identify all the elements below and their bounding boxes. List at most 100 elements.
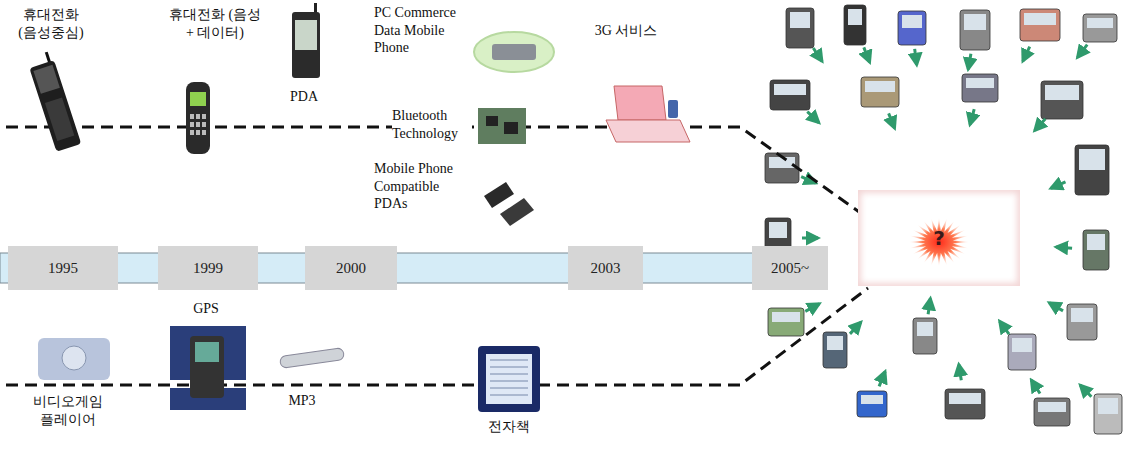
device-caption: 3G 서비스 (585, 22, 667, 40)
green-arrow (1031, 380, 1040, 393)
phone-key (190, 122, 194, 127)
device-icon (1083, 230, 1109, 270)
device-icon (898, 11, 926, 45)
device-caption: Bluetooth Technology (392, 107, 472, 142)
green-arrow (1023, 47, 1030, 61)
phone-key (190, 114, 194, 119)
device-screen (848, 9, 862, 25)
device-caption: 휴대전화 (음성+ 데이터) (166, 6, 264, 41)
green-arrow (968, 54, 971, 70)
device-icon (1020, 9, 1060, 41)
year-box: 2005~ (752, 246, 828, 290)
device-cluster (765, 5, 1122, 434)
device-caption: 휴대전화 (음성중심) (10, 6, 92, 41)
phone-key (196, 130, 200, 135)
device-screen (827, 336, 843, 350)
commerce-device (492, 44, 536, 60)
ebook-line (490, 395, 528, 396)
pda-body (292, 12, 320, 78)
device-screen (861, 395, 883, 404)
year-box: 2000 (305, 246, 397, 290)
year-label: 1995 (48, 260, 78, 277)
phone-body (29, 60, 81, 152)
year-box: 1999 (158, 246, 258, 290)
game-console (38, 338, 110, 380)
device-icon (945, 389, 985, 419)
device-screen (769, 222, 787, 238)
device-screen (964, 14, 986, 30)
device-screen (772, 312, 800, 322)
device-icon (913, 318, 937, 354)
device-screen (1071, 308, 1093, 322)
device-caption: GPS (180, 300, 232, 318)
device-caption: MP3 (280, 392, 324, 410)
device-icon (1094, 394, 1122, 434)
question-mark: ? (933, 226, 945, 250)
device-screen (1087, 234, 1105, 250)
phone-key (202, 114, 206, 119)
pda-screen (295, 20, 317, 50)
green-arrow (850, 322, 861, 334)
device-icon (1067, 304, 1097, 340)
device-icon (768, 308, 804, 336)
device-screen (902, 15, 922, 28)
laptop-screen (614, 86, 666, 120)
phone-key (196, 114, 200, 119)
device-caption: 전자책 (472, 418, 546, 436)
green-arrow (889, 113, 895, 128)
device-screen (917, 322, 933, 336)
green-arrow (879, 372, 885, 387)
ebook-line (490, 367, 528, 368)
mobile-phone (186, 82, 210, 154)
phone-key (190, 130, 194, 135)
green-arrow (1056, 247, 1072, 248)
year-label: 2000 (336, 260, 366, 277)
green-arrow (1035, 119, 1046, 131)
green-arrow (802, 237, 818, 240)
device-caption: 비디오게임 플레이어 (24, 393, 112, 428)
device-icon (857, 391, 887, 417)
device-screen (1024, 13, 1056, 25)
device-screen (1098, 398, 1118, 414)
device-caption: Mobile Phone Compatible PDAs (374, 160, 470, 213)
device-icon (960, 10, 990, 50)
dashed-track (6, 288, 868, 385)
device-screen (774, 84, 806, 95)
device-screen (1012, 338, 1032, 352)
green-arrow (813, 48, 822, 61)
console-disc (62, 346, 86, 370)
green-arrow (805, 304, 819, 312)
year-label: 2003 (591, 260, 621, 277)
pda-compatible (484, 182, 514, 208)
device-screen (865, 81, 895, 92)
ebook-line (490, 381, 528, 382)
gps-device (190, 336, 224, 398)
phone-key (196, 122, 200, 127)
device-icon (1041, 81, 1083, 119)
ebook-line (490, 388, 528, 389)
phone-screen (190, 92, 206, 106)
device-icon (1083, 14, 1117, 42)
ebook-body (478, 346, 540, 412)
device-caption: PDA (283, 88, 325, 106)
green-arrow (959, 364, 961, 380)
green-arrow (807, 112, 819, 123)
bluetooth-card (478, 108, 526, 144)
gps-screen (195, 342, 219, 362)
small-phone (668, 100, 678, 118)
device-caption: PC Commerce Data Mobile Phone (374, 4, 474, 57)
device-screen (1045, 85, 1079, 100)
ebook-line (490, 374, 528, 375)
year-label: 1999 (193, 260, 223, 277)
year-label: 2005~ (771, 260, 809, 277)
device-icon (1008, 334, 1036, 370)
device-icon (786, 8, 814, 48)
flip-phone (26, 51, 81, 152)
green-arrow (970, 109, 974, 124)
year-box: 2003 (568, 246, 643, 290)
green-arrow (915, 49, 917, 65)
device-icon (962, 74, 998, 102)
green-arrow (864, 47, 870, 62)
green-arrow (1051, 182, 1066, 188)
